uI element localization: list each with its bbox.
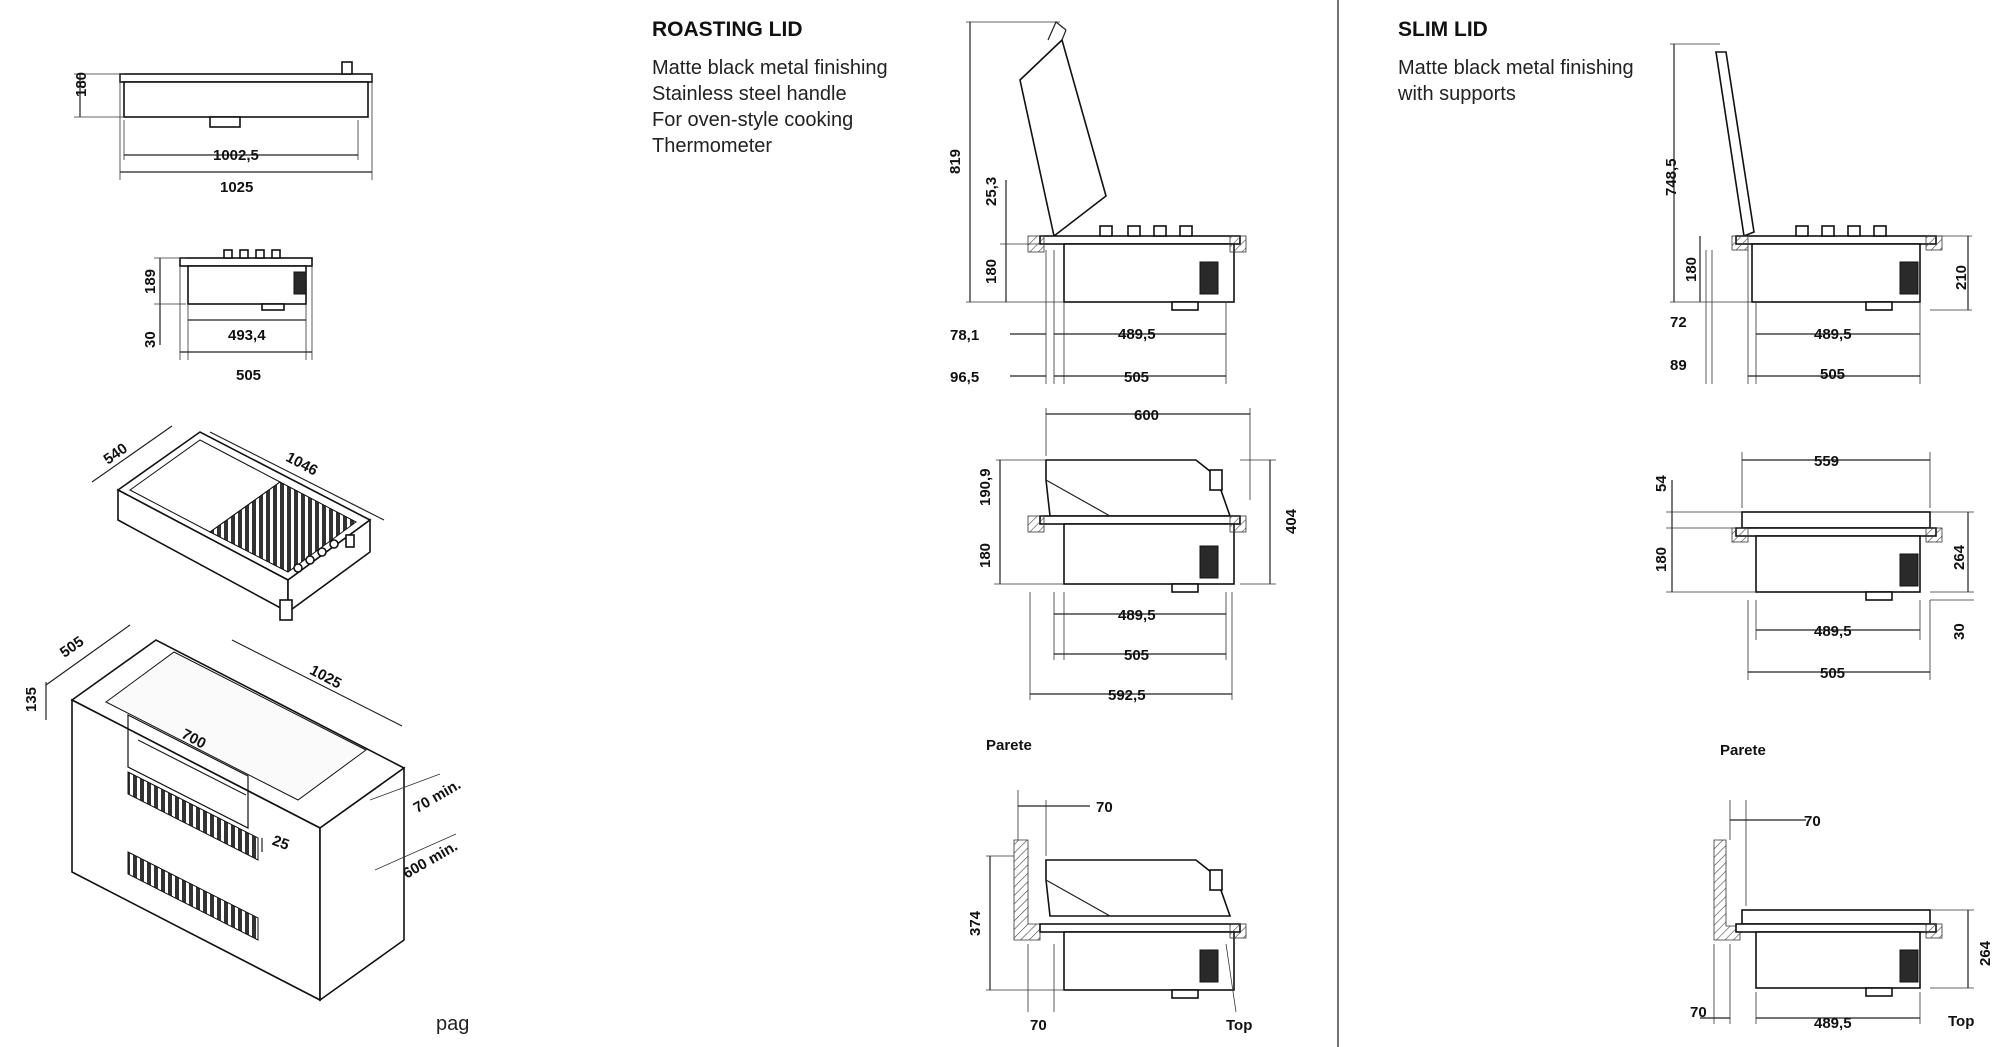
dim-roasting-96-5: 96,5 <box>950 369 979 386</box>
dim-slim-wall-height: 264 <box>1977 940 1994 966</box>
dim-slim-wall-70: 70 <box>1690 1004 1707 1021</box>
dim-slim-210: 210 <box>1953 265 1970 290</box>
dim-iso-depth: 540 <box>101 440 131 468</box>
dim-roasting-wall-height: 374 <box>967 910 984 936</box>
dim-side-outer: 505 <box>236 367 261 384</box>
hob-side-view <box>154 249 313 360</box>
dim-side-depth: 30 <box>142 331 159 348</box>
slim-closed-lid-drawing <box>1666 452 1974 680</box>
slim-feature-2: with supports <box>1397 83 1516 105</box>
dim-slim-body-height: 180 <box>1683 257 1700 282</box>
dim-slim-total-height: 748,5 <box>1663 158 1680 196</box>
dim-roasting-outer-depth: 505 <box>1124 369 1149 386</box>
roasting-feature-4: Thermometer <box>652 135 772 157</box>
roasting-feature-2: Stainless steel handle <box>652 83 847 105</box>
dim-roasting-closed-592: 592,5 <box>1108 687 1146 704</box>
dim-cabinet-height: 135 <box>23 687 40 712</box>
dim-slim-closed-264: 264 <box>1951 544 1968 570</box>
cabinet-cutout-view <box>45 624 457 1002</box>
dim-roasting-inner-depth: 489,5 <box>1118 326 1156 343</box>
roasting-wall-install-drawing <box>986 790 1247 1013</box>
dim-roasting-wall-70: 70 <box>1030 1017 1047 1034</box>
dim-roasting-78-1: 78,1 <box>950 327 979 344</box>
dim-slim-wall-inner: 489,5 <box>1814 1015 1852 1032</box>
slim-lid-title: SLIM LID <box>1398 18 1488 41</box>
dim-iso-width: 1046 <box>283 449 320 480</box>
dim-slim-outer-depth: 505 <box>1820 366 1845 383</box>
roasting-feature-3: For oven-style cooking <box>652 109 853 131</box>
label-slim-top: Top <box>1948 1013 1974 1030</box>
dim-slim-72: 72 <box>1670 314 1687 331</box>
dim-hob-outer-width: 1025 <box>220 179 253 196</box>
roasting-feature-1: Matte black metal finishing <box>652 57 888 79</box>
dim-roasting-closed-total: 404 <box>1283 508 1300 534</box>
hob-front-view <box>74 61 373 180</box>
dim-roasting-body-height: 180 <box>983 259 1000 284</box>
dim-cabinet-depth: 505 <box>57 633 87 661</box>
dim-side-inner: 493,4 <box>228 327 266 344</box>
dim-roasting-total-height: 819 <box>947 149 964 174</box>
hob-isometric-view <box>91 425 385 621</box>
dim-gap-25: 25 <box>270 832 291 854</box>
dim-slim-wall-gap: 70 <box>1804 813 1821 830</box>
dim-roasting-closed-inner: 489,5 <box>1118 607 1156 624</box>
dim-slim-closed-30: 30 <box>1951 623 1968 640</box>
dim-slim-89: 89 <box>1670 357 1687 374</box>
label-slim-wall: Parete <box>1720 742 1766 759</box>
dim-roasting-closed-body: 180 <box>977 543 994 568</box>
label-roasting-wall: Parete <box>986 737 1032 754</box>
roasting-closed-lid-drawing <box>994 408 1276 700</box>
dim-roasting-closed-width: 600 <box>1134 407 1159 424</box>
dim-slim-closed-body: 180 <box>1653 547 1670 572</box>
dim-roasting-wall-gap: 70 <box>1096 799 1113 816</box>
dim-side-height: 189 <box>142 269 159 294</box>
slim-wall-install-drawing <box>1700 800 1974 1024</box>
slim-feature-1: Matte black metal finishing <box>1398 57 1634 79</box>
dim-slim-closed-width: 559 <box>1814 453 1839 470</box>
roasting-open-lid-drawing <box>966 21 1247 384</box>
roasting-lid-title: ROASTING LID <box>652 18 803 41</box>
dim-slim-inner-depth: 489,5 <box>1814 326 1852 343</box>
slim-open-lid-drawing <box>1670 43 1972 384</box>
dim-hob-inner-width: 1002,5 <box>213 147 259 164</box>
dim-slim-lid-thickness: 54 <box>1653 475 1670 492</box>
label-roasting-top: Top <box>1226 1017 1252 1034</box>
page-label: pag <box>436 1013 469 1035</box>
dim-hob-height: 180 <box>73 72 90 97</box>
dim-roasting-lid-height: 190,9 <box>977 468 994 506</box>
dim-roasting-closed-505: 505 <box>1124 647 1149 664</box>
dim-slim-closed-inner: 489,5 <box>1814 623 1852 640</box>
dim-roasting-lid-offset: 25,3 <box>983 177 1000 206</box>
dim-min-depth-600: 600 min. <box>400 838 460 883</box>
dim-slim-closed-505: 505 <box>1820 665 1845 682</box>
